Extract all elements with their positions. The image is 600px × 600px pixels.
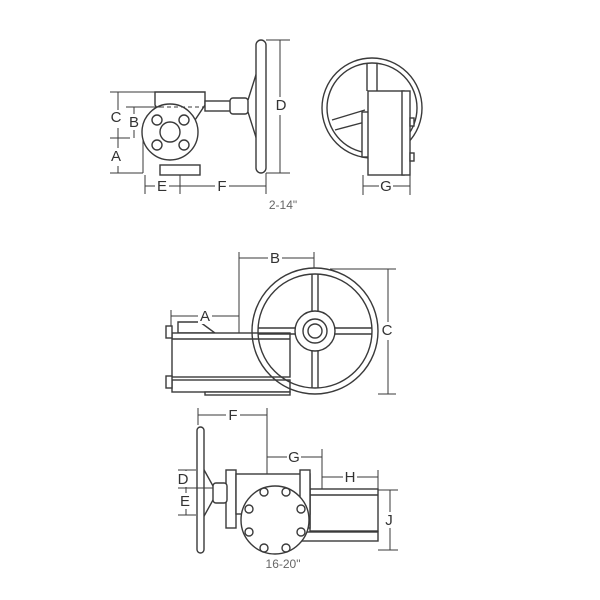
dim-label-A: A <box>111 148 121 165</box>
small-operator-front-view: G <box>321 57 423 195</box>
dim-label-C: C <box>382 322 393 339</box>
large-operator-side-view: F G H J D E 16-20" <box>178 407 398 571</box>
size-caption-small: 2-14" <box>269 198 297 212</box>
handwheel <box>255 39 267 174</box>
wheel-spokes <box>331 63 413 131</box>
housing-body <box>171 332 291 378</box>
size-caption-large: 16-20" <box>266 557 301 571</box>
wheel-hub <box>229 97 249 115</box>
dim-label-J: J <box>385 512 393 529</box>
dim-label-E: E <box>157 178 167 195</box>
dim-label-G: G <box>380 178 392 195</box>
bore <box>159 121 181 143</box>
gear-housing <box>367 90 405 176</box>
flange <box>141 103 199 161</box>
wheel-hub <box>212 482 228 504</box>
handwheel <box>196 426 205 554</box>
dim-label-D: D <box>276 97 287 114</box>
dim-label-F: F <box>217 178 226 195</box>
dim-label-B: B <box>129 114 139 131</box>
dim-label-A: A <box>200 308 210 325</box>
handwheel-rim <box>251 267 379 395</box>
large-operator-top-view: B A C <box>165 250 396 396</box>
dim-label-F: F <box>228 407 237 424</box>
housing-base <box>159 164 201 176</box>
dim-label-D: D <box>178 471 189 488</box>
input-shaft <box>204 100 233 112</box>
wheel-spokes <box>258 274 372 388</box>
flange-plate <box>401 90 411 176</box>
dim-label-E: E <box>180 493 190 510</box>
base-plate <box>171 379 291 393</box>
dim-label-B: B <box>270 250 280 267</box>
flange-bolt-holes <box>244 487 306 553</box>
dim-label-G: G <box>288 449 300 466</box>
flange <box>240 485 310 555</box>
small-operator-side-view: C B A D E F 2-14" <box>110 39 297 212</box>
dim-label-C: C <box>111 109 122 126</box>
dim-label-H: H <box>345 469 356 486</box>
